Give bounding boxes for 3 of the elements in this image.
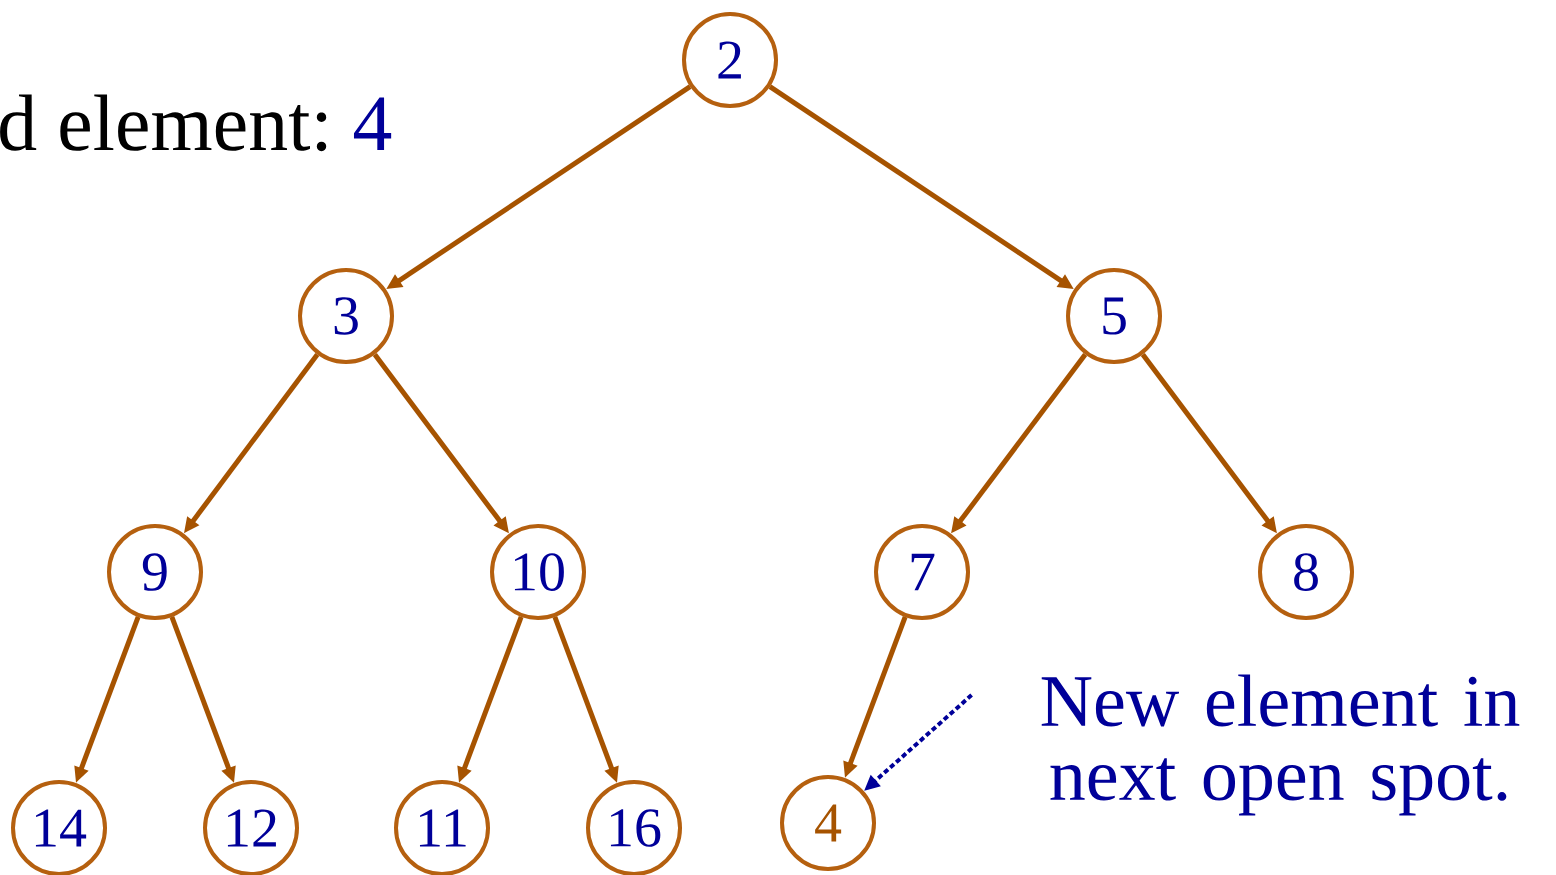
note-text: New element in next open spot.	[1041, 674, 1520, 816]
heading-text: d element:	[0, 94, 327, 152]
value-text: 4	[354, 97, 392, 150]
